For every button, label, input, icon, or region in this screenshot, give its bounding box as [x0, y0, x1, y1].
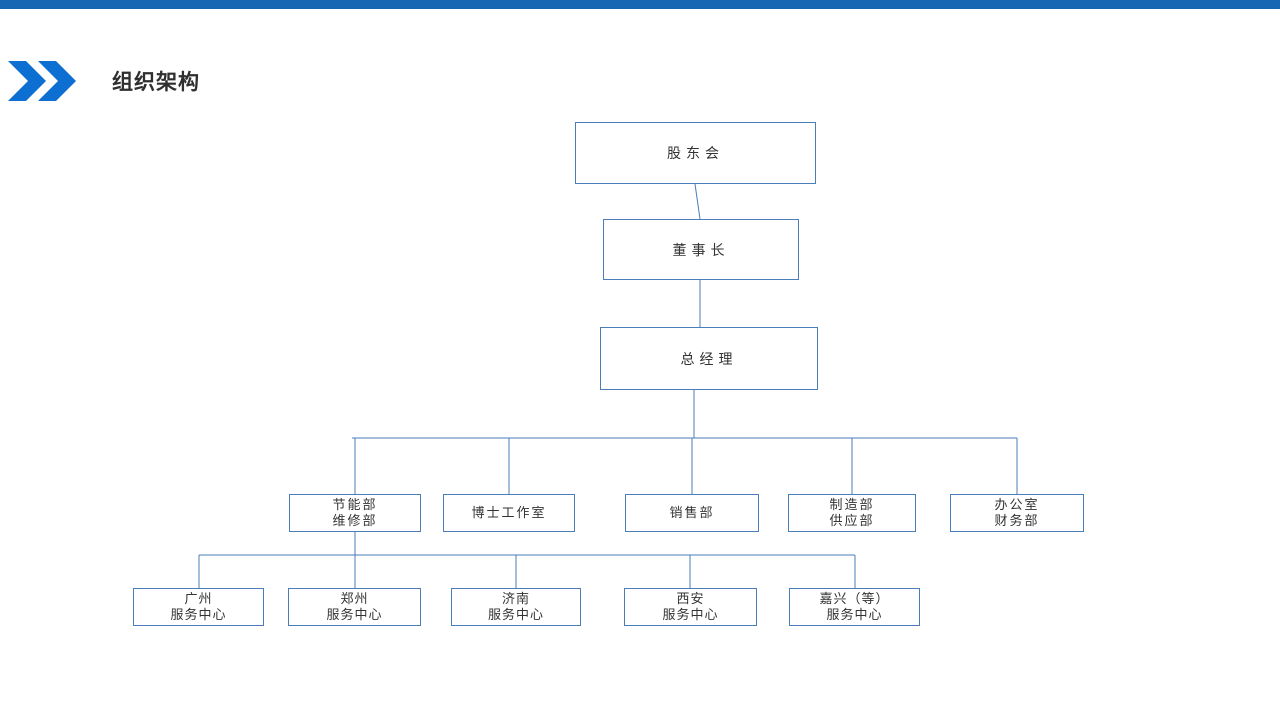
org-node-sales-dept: 销售部: [625, 494, 759, 532]
org-node-label: 财务部: [994, 513, 1040, 528]
org-node-label: 总经理: [680, 350, 738, 367]
org-node-label: 销售部: [669, 505, 715, 520]
org-node-manufacturing-supply-dept: 制造部 供应部: [788, 494, 916, 532]
org-node-chairman: 董事长: [603, 219, 799, 280]
org-node-shareholders: 股东会: [575, 122, 816, 184]
org-node-general-manager: 总经理: [600, 327, 818, 390]
org-node-label: 节能部: [332, 497, 378, 512]
org-node-xian-service-center: 西安 服务中心: [624, 588, 757, 626]
org-node-label: 博士工作室: [471, 505, 547, 520]
org-node-label: 服务中心: [170, 607, 227, 622]
org-node-label: 嘉兴（等）: [819, 591, 890, 606]
org-node-jiaxing-service-center: 嘉兴（等） 服务中心: [789, 588, 920, 626]
org-node-label: 服务中心: [662, 607, 719, 622]
org-node-label: 供应部: [829, 513, 875, 528]
org-node-label: 服务中心: [326, 607, 383, 622]
org-node-office-finance-dept: 办公室 财务部: [950, 494, 1084, 532]
org-node-label: 服务中心: [826, 607, 883, 622]
top-accent-bar: [0, 0, 1280, 9]
org-node-label: 维修部: [332, 513, 378, 528]
org-node-label: 郑州: [340, 591, 369, 606]
connector-line: [694, 183, 701, 220]
org-node-doctor-studio: 博士工作室: [443, 494, 575, 532]
org-node-jinan-service-center: 济南 服务中心: [451, 588, 581, 626]
org-node-label: 董事长: [672, 241, 730, 258]
org-node-energy-maintenance-dept: 节能部 维修部: [289, 494, 421, 532]
org-node-label: 办公室: [994, 497, 1040, 512]
org-node-label: 服务中心: [487, 607, 544, 622]
org-node-label: 西安: [676, 591, 705, 606]
org-node-label: 广州: [184, 591, 213, 606]
double-chevron-icon: [8, 61, 76, 101]
org-node-label: 股东会: [667, 145, 724, 161]
org-node-zhengzhou-service-center: 郑州 服务中心: [288, 588, 421, 626]
org-node-guangzhou-service-center: 广州 服务中心: [133, 588, 264, 626]
org-node-label: 制造部: [829, 497, 875, 512]
page-title: 组织架构: [112, 71, 200, 94]
org-node-label: 济南: [501, 591, 530, 606]
